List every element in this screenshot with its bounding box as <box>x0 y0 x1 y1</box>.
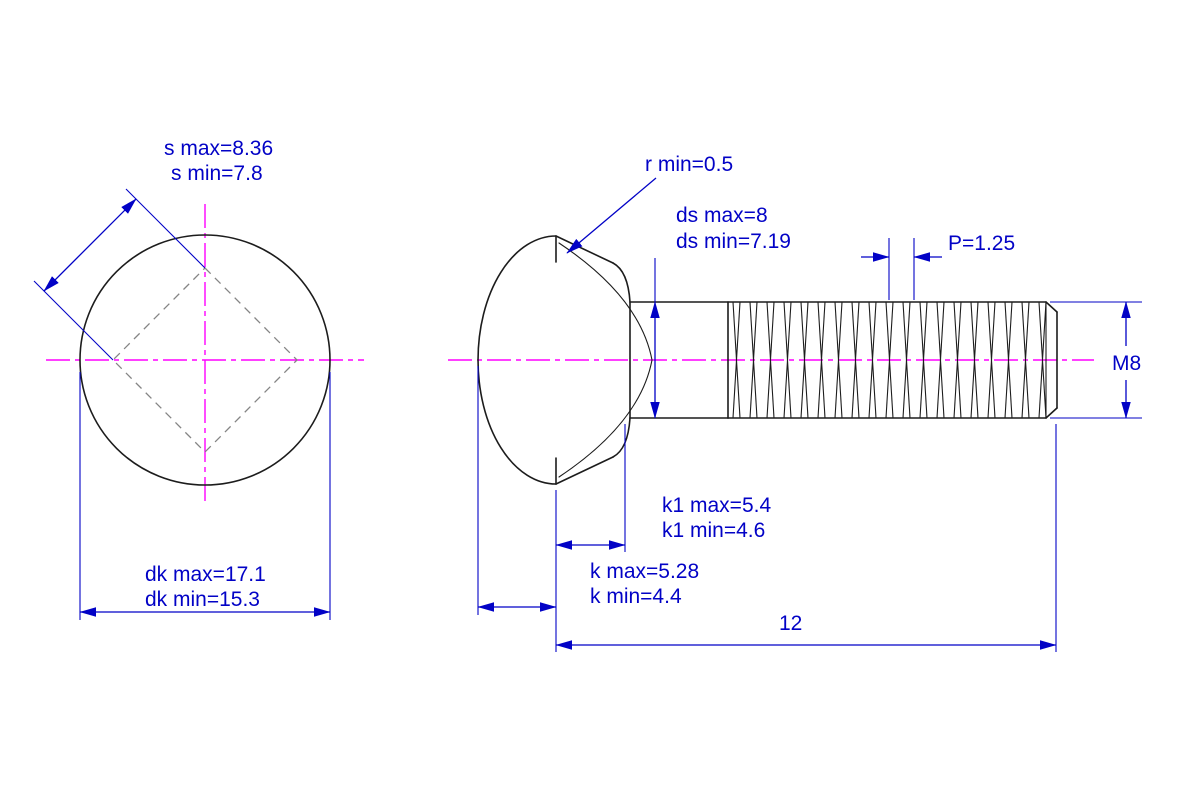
ds-dimension: ds max=8 ds min=7.19 <box>650 204 791 419</box>
extension-line <box>125 188 206 269</box>
head-top-chamfer <box>555 235 614 264</box>
leader-line <box>566 177 657 254</box>
side-view: r min=0.5 ds max=8 ds min=7.19 P=1.25 M8 <box>448 153 1142 652</box>
bolt-outline <box>477 235 1058 485</box>
end-chamfer-top <box>1045 301 1058 313</box>
dimension-line <box>43 198 137 292</box>
k-min-label: k min=4.4 <box>590 585 682 608</box>
square-neck-hidden-outline <box>112 267 298 453</box>
k-max-label: k max=5.28 <box>590 560 699 583</box>
dk-min-label: dk min=15.3 <box>145 588 260 611</box>
front-view: s max=8.36 s min=7.8 dk max=17.1 dk min=… <box>33 137 364 620</box>
thread-pattern <box>728 302 1046 418</box>
k1-dimension: k1 max=5.4 k1 min=4.6 <box>555 424 771 552</box>
extension-line <box>33 280 114 361</box>
r-min-label: r min=0.5 <box>645 153 733 176</box>
ds-max-label: ds max=8 <box>676 204 768 227</box>
end-chamfer-bottom <box>1045 407 1058 419</box>
r-dimension: r min=0.5 <box>566 153 733 254</box>
length-label: 12 <box>779 612 802 635</box>
k1-max-label: k1 max=5.4 <box>662 494 771 517</box>
thread-size-label: M8 <box>1112 352 1141 375</box>
k1-min-label: k1 min=4.6 <box>662 519 765 542</box>
s-dimension: s max=8.36 s min=7.8 <box>33 137 273 361</box>
dk-max-label: dk max=17.1 <box>145 563 266 586</box>
head-dome-arc <box>477 235 557 485</box>
m8-dimension: M8 <box>1050 301 1142 419</box>
ds-min-label: ds min=7.19 <box>676 230 791 253</box>
dome-surface-arc-top <box>558 242 653 361</box>
dome-surface-arc-bottom <box>558 359 653 478</box>
s-max-label: s max=8.36 <box>164 137 273 160</box>
head-top-fillet <box>612 262 631 303</box>
head-bottom-chamfer <box>555 456 614 485</box>
pitch-label: P=1.25 <box>948 232 1015 255</box>
length-dimension: 12 <box>555 424 1057 652</box>
head-outline-circle <box>79 234 331 486</box>
head-bottom-fillet <box>612 417 631 458</box>
k-dimension: k max=5.28 k min=4.4 <box>477 366 699 615</box>
dk-dimension: dk max=17.1 dk min=15.3 <box>79 372 331 620</box>
pitch-dimension: P=1.25 <box>861 232 1015 300</box>
s-min-label: s min=7.8 <box>171 162 263 185</box>
